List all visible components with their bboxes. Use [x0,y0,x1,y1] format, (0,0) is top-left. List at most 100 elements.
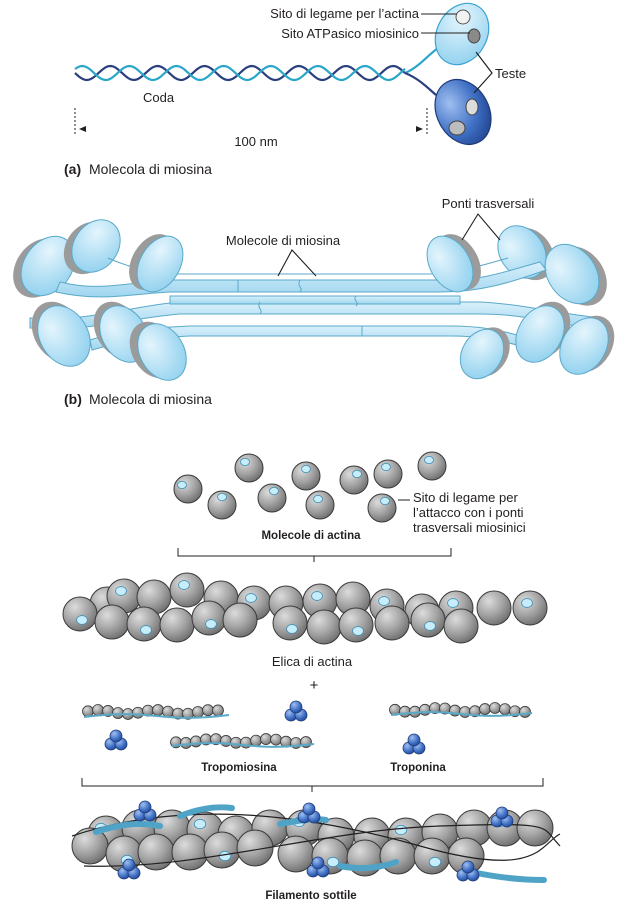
myosin-head-dark [434,78,492,146]
tropomyosin-bead [112,707,124,719]
actin-monomer [512,590,548,626]
tropomyosin-rod [171,742,315,748]
actin-molecules-label: Molecole di actina [261,530,361,542]
actin-monomer [222,602,258,638]
tropomyosin-bead [132,706,144,719]
actin-monomer [236,829,274,867]
troponin-icon [490,806,514,828]
tropomyosin-strands [82,702,533,749]
binding-site-icon [140,625,152,635]
binding-site-label-line2: l’attacco con i ponti [413,505,524,520]
crossbridge-head [129,234,184,293]
actin-monomer [516,809,554,847]
bracket-2 [81,778,544,792]
binding-site-icon [521,598,533,608]
actin-monomer [234,453,264,483]
tropomyosin-bead [519,706,531,718]
tropomyosin-bead [202,704,214,717]
tropomyosin-bead [180,737,192,749]
binding-site-label-line3: trasversali miosinici [413,520,526,535]
tropomyosin-bead [399,705,411,718]
troponin-icon [117,858,141,880]
binding-site-icon [313,494,323,504]
actin-monomer [191,600,227,636]
actin-monomer [94,604,130,640]
actin-monomer [476,590,512,626]
actin-monomer [417,451,447,481]
thin-filament-label: Filamento sottile [265,890,356,902]
caption-a-text: Molecola di miosina [89,161,212,177]
troponin-icon [402,733,426,755]
binding-site-icon [378,596,390,606]
binding-site-icon [177,480,187,490]
tropomyosin-bead [499,703,511,716]
actin-binding-site-label: Sito di legame per l’actina [270,6,420,21]
atpase-site-label: Sito ATPasico miosinico [281,26,419,41]
crossbridge-head [63,219,121,275]
tail-label: Coda [143,90,175,105]
actin-monomer [306,609,342,645]
actin-monomer [169,572,205,608]
actin-monomer [126,606,162,642]
troponin-icon [297,802,321,824]
tropomyosin-bead [230,736,242,749]
myosin-molecules-label: Molecole di miosina [226,233,341,248]
plus-sign: + [310,677,319,694]
crossbridge-head [559,315,615,375]
troponin-label: Troponina [390,762,446,774]
actin-helix-line [83,824,561,867]
crossbridges-label: Ponti trasversali [442,196,535,211]
crossbridge-head [129,321,187,381]
actin-monomer [159,607,195,643]
tropomyosin-rod [337,859,399,872]
shaft-joints [237,279,363,336]
binding-site-icon [301,464,311,474]
tropomyosin-bead [419,703,431,716]
binding-site-icon [217,492,227,502]
binding-site-icon [352,626,364,636]
tropomyosin-bead [152,704,164,716]
tropomyosin-bead [92,704,104,716]
binding-site-icon [205,619,217,629]
actin-monomer [291,461,321,491]
binding-site-icon [424,455,434,465]
head-neck [404,47,439,75]
actin-monomer [367,493,397,523]
actin-monomer [257,483,287,513]
actin-helix-line [71,813,561,861]
panel-b-thick-filament: Ponti trasversali Molecole di miosina (b… [13,196,615,407]
binding-site-icon [311,591,323,601]
tropomyosin-bead [489,702,501,714]
thin-filament [71,800,561,883]
actin-monomer [374,605,410,641]
actin-helix-label: Elica di actina [272,654,353,669]
actin-binding-site-icon [455,9,471,25]
tropomyosin-bead [190,735,202,748]
binding-site-icon [76,615,88,625]
tropomyosin-rod [469,869,547,883]
actin-monomer [272,605,308,641]
tropomyosin-rod [390,711,533,717]
tropomyosin-bead [162,705,174,718]
crossbridges-pointer [461,213,501,241]
heads-bracket [473,51,493,94]
caption-a-letter: (a) [64,161,81,177]
crossbridge-head [544,243,607,306]
binding-site-icon [218,850,232,862]
actin-helix [62,572,548,645]
actin-monomer [302,583,338,619]
tropomyosin-bead [270,733,282,746]
tropomyosin-label: Tropomiosina [201,762,277,774]
actin-monomer [203,831,241,869]
binding-site-icon [269,486,279,496]
crossbridge-head [426,234,481,293]
binding-site-icon [394,824,408,836]
myosin-molecules-pointer [277,249,317,277]
tropomyosin-bead [250,734,262,747]
binding-site-label-line1: Sito di legame per [413,490,518,505]
binding-site-icon [447,598,459,608]
binding-site-icon [193,818,207,830]
actin-monomer [62,596,98,632]
actin-monomer [373,459,403,489]
